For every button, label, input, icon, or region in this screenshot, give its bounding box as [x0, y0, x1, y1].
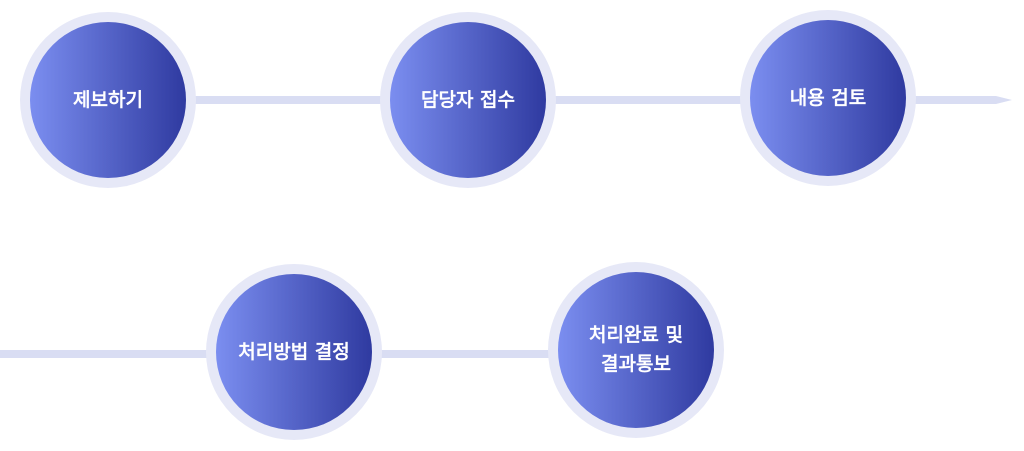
step-5-circle: 처리완료 및 결과통보 [558, 272, 714, 428]
flow-arrow-head [996, 96, 1012, 104]
step-4-circle: 처리방법 결정 [216, 274, 372, 430]
step-2-circle: 담당자 접수 [390, 22, 546, 178]
step-3-circle: 내용 검토 [750, 20, 906, 176]
step-4-label: 처리방법 결정 [238, 340, 350, 363]
step-1-report: 제보하기 [20, 12, 196, 188]
step-4-decision: 처리방법 결정 [206, 264, 382, 440]
step-2-receipt: 담당자 접수 [380, 12, 556, 188]
step-5-complete: 처리완료 및 결과통보 [548, 262, 724, 438]
step-5-label: 처리완료 및 결과통보 [588, 324, 683, 375]
step-3-review: 내용 검토 [740, 10, 916, 186]
step-1-label: 제보하기 [73, 88, 143, 111]
step-1-circle: 제보하기 [30, 22, 186, 178]
step-2-label: 담당자 접수 [420, 88, 515, 111]
step-3-label: 내용 검토 [789, 86, 867, 109]
